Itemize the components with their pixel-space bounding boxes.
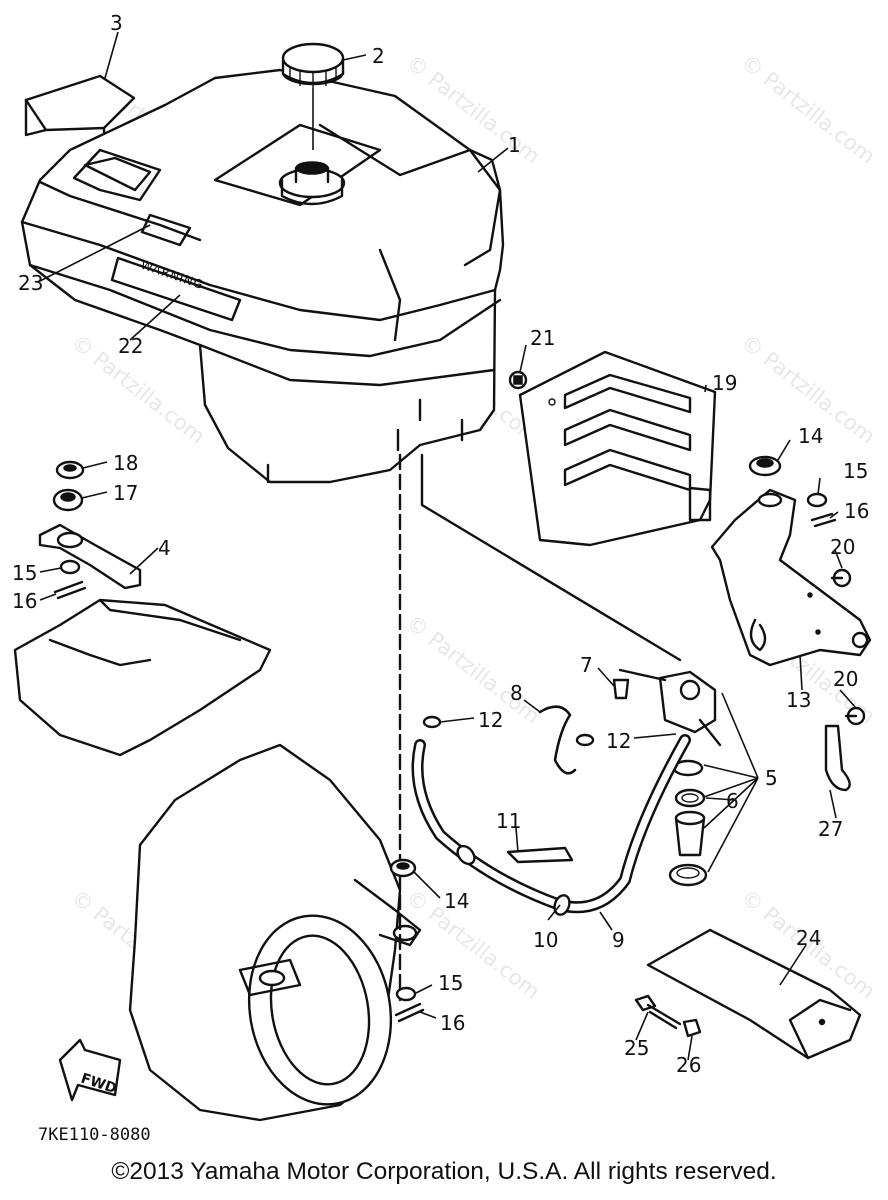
part-8-hose (538, 705, 577, 775)
leader-lines (37, 31, 857, 1061)
callout-13: 13 (786, 688, 811, 712)
diagram-code: 7KE110-8080 (38, 1125, 151, 1145)
callout-25: 25 (624, 1036, 649, 1060)
callout-3: 3 (110, 11, 123, 35)
part-14-grommet-upper (748, 455, 782, 477)
callout-24: 24 (796, 926, 821, 950)
watermark: © Partzilla.com (402, 885, 544, 1004)
part-12-clip-a (422, 715, 442, 729)
callout-16-lower: 16 (440, 1011, 465, 1035)
fuel-line-vertical (398, 453, 682, 1002)
fan-shroud (128, 743, 422, 1122)
part-26-nut (682, 1018, 702, 1038)
callout-18: 18 (113, 451, 138, 475)
callout-14-upper: 14 (798, 424, 823, 448)
watermark: © Partzilla.com (402, 610, 544, 729)
callout-9: 9 (612, 928, 625, 952)
part-19-shield (518, 350, 717, 547)
part-10-hose (411, 739, 566, 911)
part-9-hose (553, 734, 691, 916)
part-7-fitting (612, 678, 630, 700)
callout-22: 22 (118, 334, 143, 358)
callout-15-lower: 15 (438, 971, 463, 995)
part-20-bolt-b (844, 706, 866, 726)
callout-19: 19 (712, 371, 737, 395)
callout-20-upper: 20 (830, 535, 855, 559)
callout-16-upper: 16 (844, 499, 869, 523)
callout-20-lower: 20 (833, 667, 858, 691)
part-17-grommet (52, 488, 84, 512)
callout-12-right: 12 (606, 729, 631, 753)
part-25-bolt (634, 994, 682, 1030)
watermark: © Partzilla.com (737, 50, 879, 169)
part-6-filter-set (668, 759, 708, 887)
callout-10: 10 (533, 928, 558, 952)
callout-labels: 1 2 3 23 22 21 19 14 15 16 20 13 20 27 1… (12, 11, 869, 1077)
part-2-fuel-cap (281, 42, 345, 150)
callout-21: 21 (530, 326, 555, 350)
part-1-fuel-tank: WARNING (20, 68, 505, 484)
callout-8: 8 (510, 681, 523, 705)
part-15-washer-left (59, 559, 81, 575)
callout-27: 27 (818, 817, 843, 841)
callout-26: 26 (676, 1053, 701, 1077)
callout-2: 2 (372, 44, 385, 68)
callout-17: 17 (113, 481, 138, 505)
callout-1: 1 (508, 133, 521, 157)
part-20-bolt-a (830, 568, 852, 588)
part-14-grommet-lower (389, 858, 417, 878)
callout-15-upper: 15 (843, 459, 868, 483)
callout-11: 11 (496, 809, 521, 833)
part-5-fuel-cock (618, 668, 722, 747)
part-24-cover (646, 928, 862, 1060)
callout-6: 6 (726, 789, 739, 813)
callout-12-left: 12 (478, 708, 503, 732)
callout-15-left: 15 (12, 561, 37, 585)
cowling-left (13, 598, 272, 757)
callout-16-left: 16 (12, 589, 37, 613)
part-16-clip-lower (394, 1002, 425, 1023)
part-18-washer (55, 460, 85, 480)
callout-5: 5 (765, 766, 778, 790)
callout-4: 4 (158, 536, 171, 560)
part-15-washer-upper (806, 492, 828, 508)
part-12-clip-b (575, 733, 595, 747)
part-27-clamp (824, 724, 851, 792)
part-4-bracket (38, 523, 142, 590)
part-13-bracket (710, 488, 872, 667)
part-11-clamp (506, 846, 574, 864)
part-21-bolt (508, 370, 528, 390)
part-15-washer-lower (395, 986, 417, 1002)
part-16-clip-left (53, 580, 87, 600)
callout-7: 7 (580, 653, 593, 677)
fwd-arrow-icon: FWD (58, 1038, 122, 1102)
copyright-notice: ©2013 Yamaha Motor Corporation, U.S.A. A… (111, 1158, 777, 1185)
callout-14-lower: 14 (444, 889, 469, 913)
part-16-clip-upper (810, 512, 837, 528)
callout-23: 23 (18, 271, 43, 295)
